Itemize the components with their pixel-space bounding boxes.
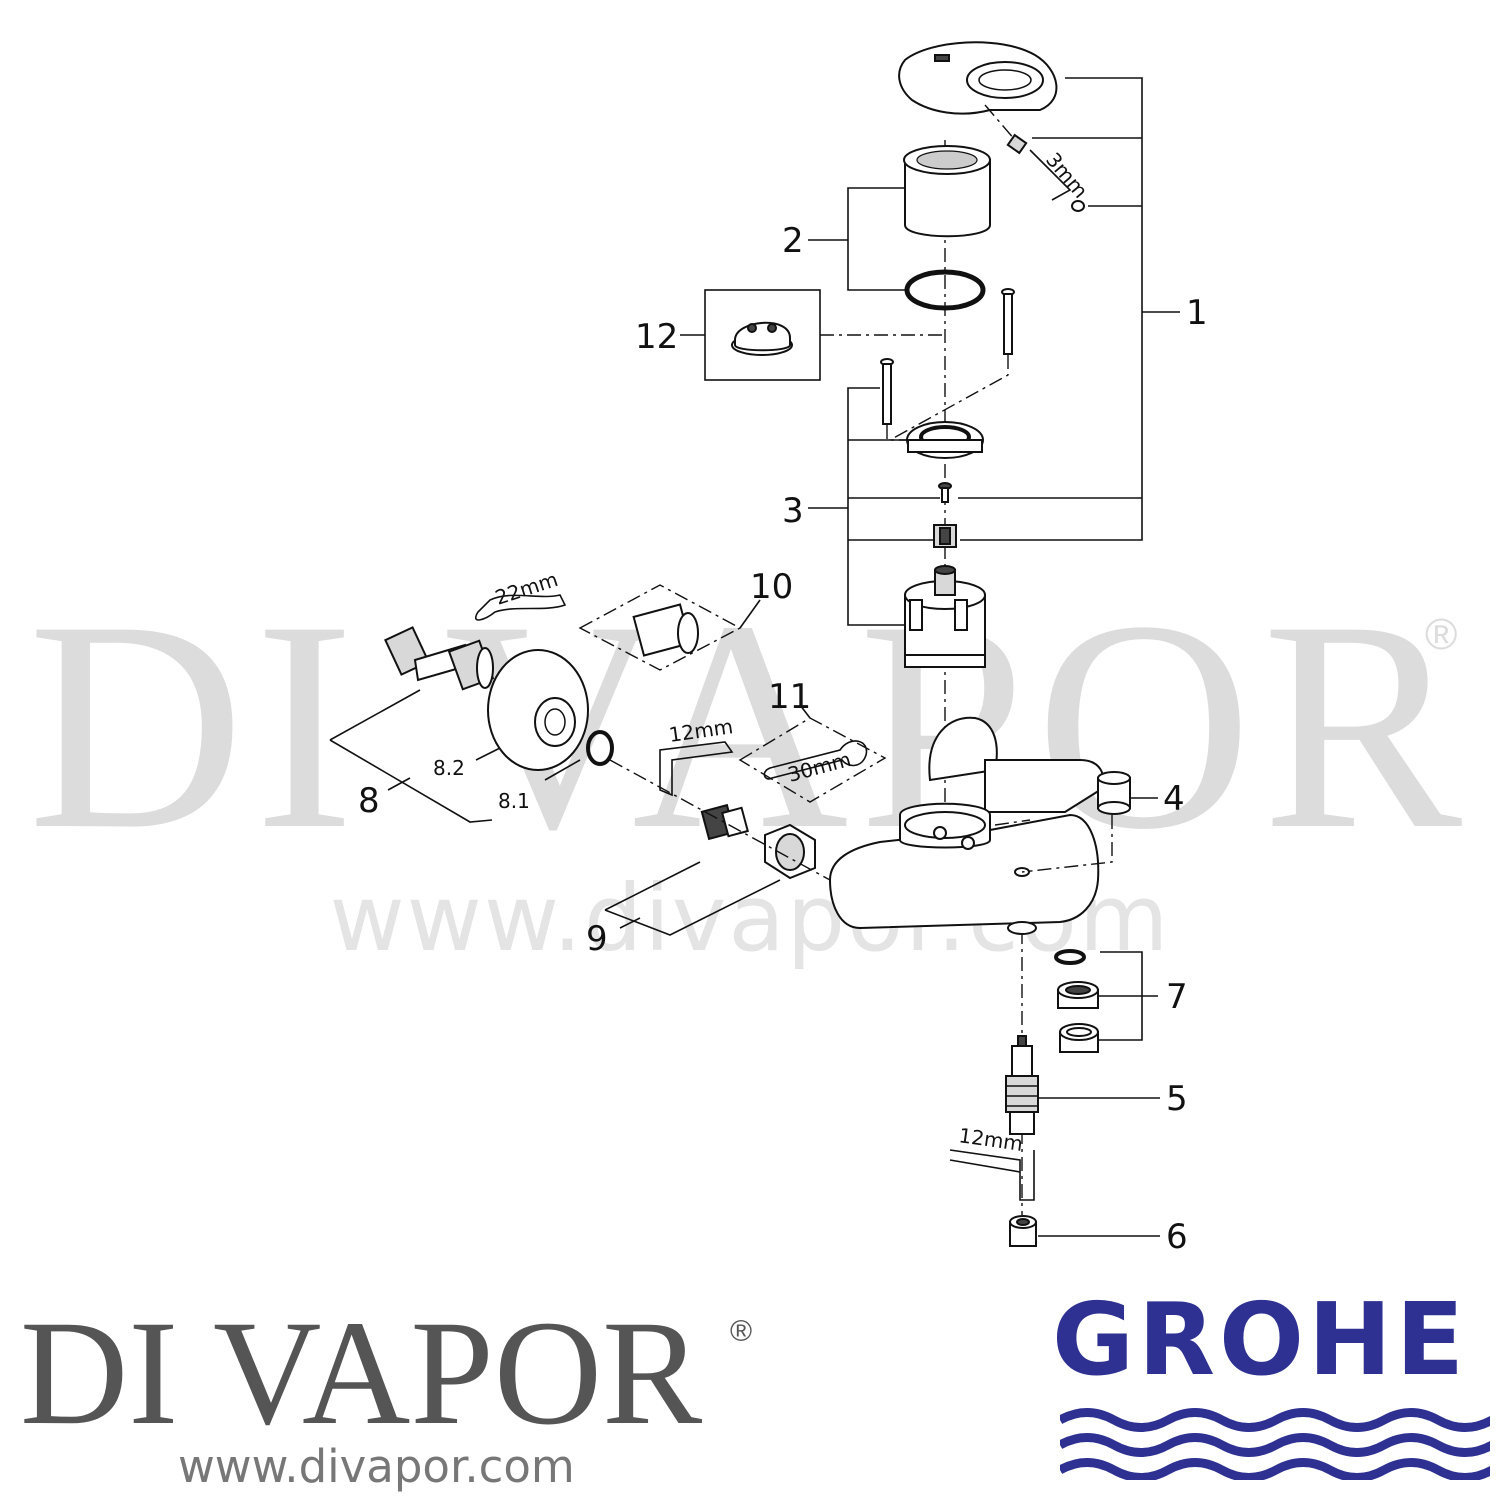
- spanner-30mm: [763, 740, 868, 780]
- extension-piece: [632, 603, 699, 657]
- watermark-registered-mark: ®: [1425, 610, 1458, 659]
- brand-url: www.divapor.com: [178, 1440, 575, 1493]
- callout-8: 8: [358, 781, 380, 821]
- hex-key-size-label: 3mm: [1041, 148, 1093, 203]
- spanner-22mm: [475, 594, 567, 621]
- aerator-washer: [1054, 949, 1086, 965]
- grohe-logo: GROHE: [1030, 1290, 1490, 1490]
- callout-9: 9: [586, 919, 608, 959]
- hex-nut: [764, 823, 816, 880]
- hex-key-3mm: [1029, 149, 1072, 201]
- aerator-insert: [1057, 981, 1099, 1009]
- eccentric-connector: [700, 803, 749, 841]
- long-screw-right: [1001, 288, 1015, 355]
- cap-plug-small: [1071, 200, 1085, 212]
- hex-key-bottom-edge: [949, 1159, 1021, 1173]
- callout-10: 10: [750, 567, 793, 607]
- brand-logo-text: DI VAPOR: [20, 1290, 703, 1456]
- mixer-body: [828, 716, 1105, 935]
- callout-1: 1: [1186, 293, 1208, 333]
- handle-adapter: [731, 321, 793, 356]
- callout-6: 6: [1166, 1217, 1188, 1257]
- body-axis-line: [994, 819, 1031, 826]
- cover-sleeve: [903, 145, 991, 238]
- callout-12: 12: [635, 317, 678, 357]
- spanner-22mm-label: 22mm: [492, 567, 561, 610]
- grub-screw: [1006, 133, 1028, 155]
- callout-7: 7: [1166, 977, 1188, 1017]
- cap-axis-line: [1021, 815, 1113, 873]
- callout-8-1: 8.1: [498, 789, 530, 813]
- s-union: [384, 626, 495, 691]
- callout-11: 11: [768, 677, 811, 717]
- callout-3: 3: [782, 491, 804, 531]
- hex-key-bottom: [949, 1149, 1035, 1201]
- hex-key-left: [659, 741, 734, 797]
- callout-2: 2: [782, 221, 804, 261]
- brand-registered-mark: ®: [730, 1315, 753, 1348]
- screw-right-axis: [889, 355, 1009, 441]
- mounting-flange: [906, 421, 984, 459]
- lever-handle: [898, 41, 1058, 115]
- callout-5: 5: [1166, 1079, 1188, 1119]
- part-11-box: [738, 717, 887, 803]
- small-screw: [938, 482, 952, 503]
- diverter-spindle: [1005, 1035, 1039, 1135]
- cap-button: [1097, 771, 1131, 815]
- callout-8-2: 8.2: [433, 756, 465, 780]
- aerator-housing: [1059, 1023, 1099, 1053]
- spline-adapter: [933, 524, 957, 548]
- grub-screw-axis: [984, 104, 1016, 141]
- flange-washer: [586, 730, 614, 766]
- grohe-wave-icon: [1060, 1408, 1490, 1480]
- spanner-30mm-label: 30mm: [785, 747, 853, 787]
- left-assembly-axis: [609, 759, 831, 881]
- wall-flange-rosette: [487, 649, 589, 771]
- diverter-nut: [1009, 1215, 1037, 1247]
- callout-leaders: [329, 77, 1180, 1237]
- grohe-logo-text: GROHE: [1051, 1281, 1469, 1398]
- callout-4: 4: [1163, 779, 1185, 819]
- mixer-cartridge: [904, 565, 986, 668]
- long-screw-left: [880, 358, 894, 425]
